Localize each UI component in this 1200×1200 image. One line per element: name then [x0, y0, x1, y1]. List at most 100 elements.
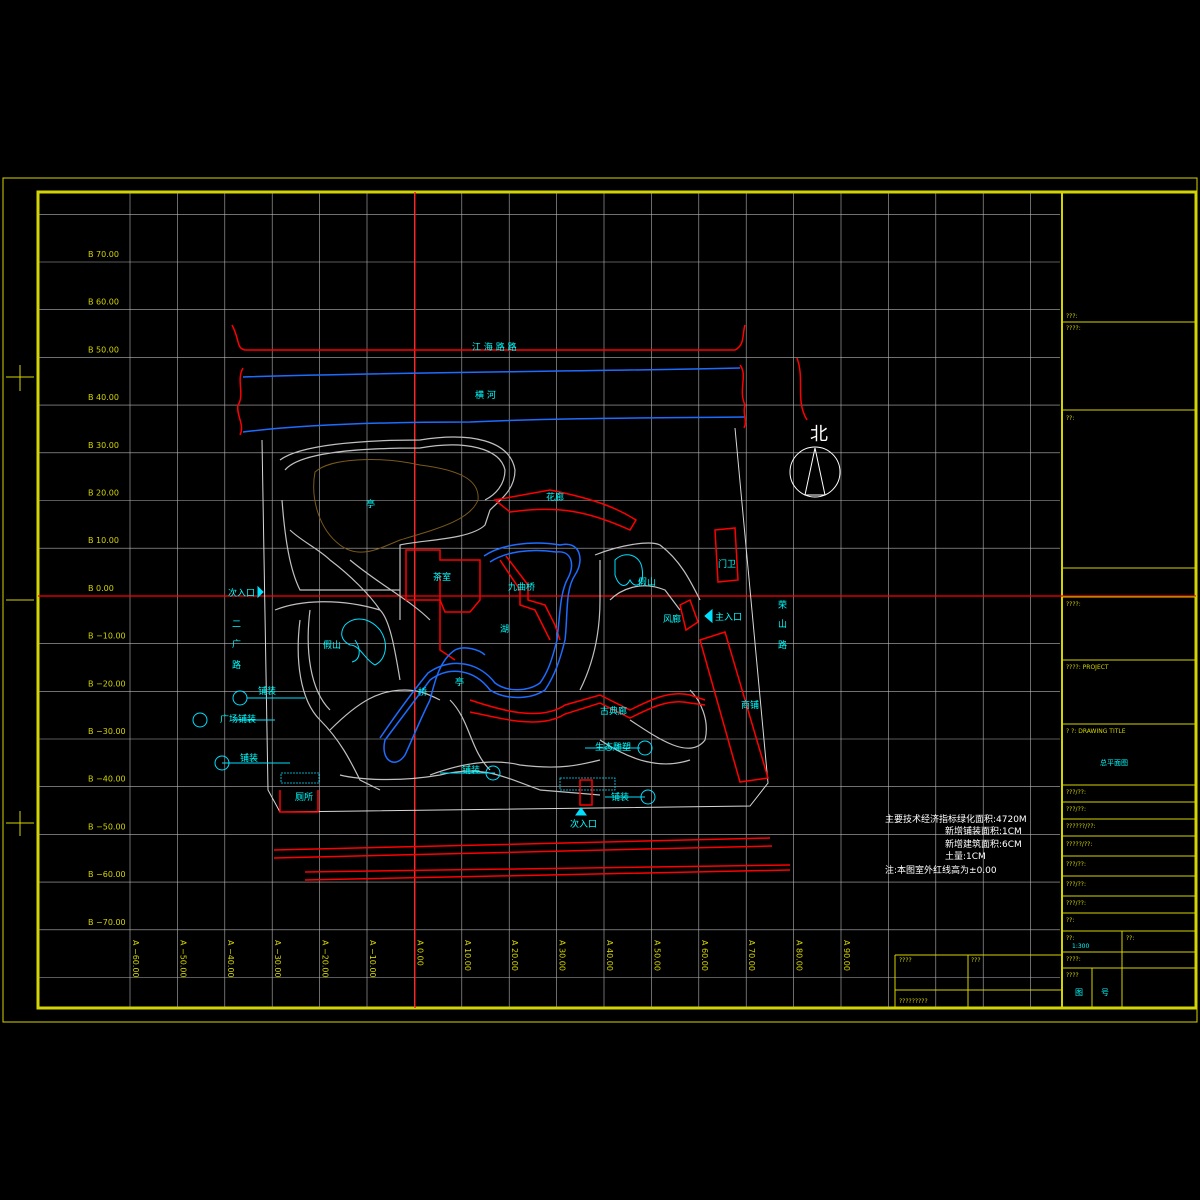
- grid-y-label: B −30.00: [88, 727, 126, 736]
- grid-y-label: B 70.00: [88, 250, 119, 259]
- grid-y-label: B 40.00: [88, 393, 119, 402]
- drawing-title: 总平面图: [1100, 758, 1128, 767]
- grid-x-label: A 90.00: [842, 940, 851, 971]
- note-line-3: 新增建筑面积:6CM: [945, 838, 1022, 850]
- flower-corridor-label: 花廊: [546, 491, 564, 503]
- alignment-marks: [6, 365, 34, 836]
- rockery-right-label: 假山: [638, 577, 656, 588]
- nine-bridge-label: 九曲桥: [508, 581, 535, 593]
- svg-text:???/??:: ???/??:: [1066, 806, 1086, 813]
- pavilion-top-label: 亭: [366, 498, 375, 510]
- river-right-bank: [739, 364, 747, 429]
- sculpture-label: 生态雕塑: [595, 741, 631, 753]
- grid-y-label: B −60.00: [88, 870, 126, 879]
- north-label: 北: [810, 424, 828, 445]
- buildings: [279, 489, 769, 813]
- note-line-5: 注:本图室外红线高为±0.00: [885, 864, 997, 876]
- svg-text:???:: ???:: [1066, 313, 1078, 320]
- svg-text:????:: ????:: [1066, 601, 1081, 608]
- grid-y-label: B 0.00: [88, 584, 114, 593]
- note-line-2: 新增铺装面积:1CM: [945, 825, 1022, 837]
- street-top-edge: [231, 324, 746, 351]
- side-entrance-left-label: 次入口: [228, 587, 255, 599]
- grid-x-label: A −60.00: [131, 940, 140, 978]
- toilet-label: 厕所: [295, 792, 313, 803]
- grid-y-label: B 10.00: [88, 536, 119, 545]
- svg-text:???/??:: ???/??:: [1066, 861, 1086, 868]
- annotation-leaders: [192, 585, 713, 816]
- side-entrance-bottom-label: 次入口: [570, 818, 597, 830]
- lake-outline: [379, 542, 581, 763]
- title-block-text: ???: ????: ??: ????: ????: PROJECT ? ?: …: [899, 313, 1134, 1005]
- road-bottom-2: [304, 864, 791, 881]
- paving-hatch-bottom: [559, 777, 616, 791]
- svg-text:????:: ????:: [1066, 956, 1081, 963]
- road-left-label-3: 路: [232, 659, 241, 671]
- river-left-bank: [236, 367, 244, 436]
- grid-y-label: B 60.00: [88, 298, 119, 307]
- rockery-outline: [313, 459, 479, 553]
- river-label: 横 河: [475, 389, 496, 401]
- grid-x-label: A 80.00: [795, 940, 804, 971]
- svg-text:????:: ????:: [1066, 325, 1081, 332]
- grid-x-label: A 10.00: [463, 940, 472, 971]
- svg-text:??:: ??:: [1066, 935, 1074, 942]
- grid-x-label: A 70.00: [747, 940, 756, 971]
- site-boundary: [261, 427, 769, 813]
- grid-y-label: B −40.00: [88, 775, 126, 784]
- gallery-label: 风廊: [663, 613, 681, 625]
- road-right-label-1: 荣: [778, 599, 787, 611]
- road-right-edge: [796, 357, 808, 421]
- grid-y-label: B −20.00: [88, 679, 126, 688]
- svg-text:图: 图: [1075, 988, 1083, 997]
- grid-x-label: A 30.00: [558, 940, 567, 971]
- svg-text:号: 号: [1101, 988, 1109, 997]
- road-right-label-2: 山: [778, 619, 787, 630]
- north-arrow-icon: [789, 446, 841, 498]
- scale-value: 1:300: [1072, 943, 1089, 950]
- gate-guard-label: 门卫: [718, 558, 736, 570]
- grid-x-label: A −10.00: [368, 940, 377, 978]
- grid-y-label: B −70.00: [88, 918, 126, 927]
- grid-y-label: B 30.00: [88, 441, 119, 450]
- svg-text:?????????: ?????????: [899, 998, 928, 1005]
- svg-text:? ?: DRAWING TITLE: ? ?: DRAWING TITLE: [1066, 728, 1126, 735]
- plaza-paving-label: 广场铺装: [220, 713, 256, 725]
- svg-text:??:: ??:: [1066, 917, 1074, 924]
- rockery-left-label: 假山: [323, 640, 341, 651]
- tea-house-label: 茶室: [433, 571, 451, 583]
- svg-text:???/??:: ???/??:: [1066, 900, 1086, 907]
- grid-y-label: B −10.00: [88, 632, 126, 641]
- svg-text:????: ????: [1066, 972, 1079, 979]
- road-left-label-2: 广: [232, 638, 241, 650]
- svg-text:????: PROJECT: ????: PROJECT: [1066, 664, 1109, 671]
- grid-y-label: B 50.00: [88, 345, 119, 354]
- rockery-shapes: [341, 554, 644, 666]
- bridge-label: 桥: [418, 686, 427, 698]
- grid-x-label: A −20.00: [321, 940, 330, 978]
- river-bottom-line: [242, 416, 746, 433]
- river-top-line: [242, 367, 741, 378]
- svg-text:?????/??:: ?????/??:: [1066, 841, 1092, 848]
- road-left-label-1: 二: [232, 620, 241, 630]
- inner-frame: [36, 190, 1198, 1010]
- grid-y-label: B 20.00: [88, 489, 119, 498]
- road-bottom-1: [273, 837, 773, 859]
- note-line-1: 主要技术经济指标绿化面积:4720M: [885, 813, 1027, 825]
- svg-text:???/??:: ???/??:: [1066, 789, 1086, 796]
- grid-x-label: A 0.00: [415, 940, 424, 966]
- svg-text:????: ????: [899, 957, 912, 964]
- lake-label: 湖: [500, 624, 509, 635]
- grid-x-label: A −40.00: [226, 940, 235, 978]
- grid-x-label: A 60.00: [700, 940, 709, 971]
- site-labels: 江 海 路 路 横 河 北 亭 花廊 茶室 九曲桥 假山 门卫 主入口 次入口 …: [220, 341, 828, 830]
- pavilion-center-label: 亭: [455, 676, 464, 688]
- main-entrance-label: 主入口: [715, 611, 742, 623]
- grid-y-labels: B 70.00 B 60.00 B 50.00 B 40.00 B 30.00 B 20.…: [88, 250, 126, 927]
- paving-hatch-left: [280, 772, 320, 784]
- grid-x-label: A −50.00: [178, 940, 187, 978]
- road-right-label-3: 路: [778, 639, 787, 651]
- paving-right-label: 铺装: [611, 791, 629, 803]
